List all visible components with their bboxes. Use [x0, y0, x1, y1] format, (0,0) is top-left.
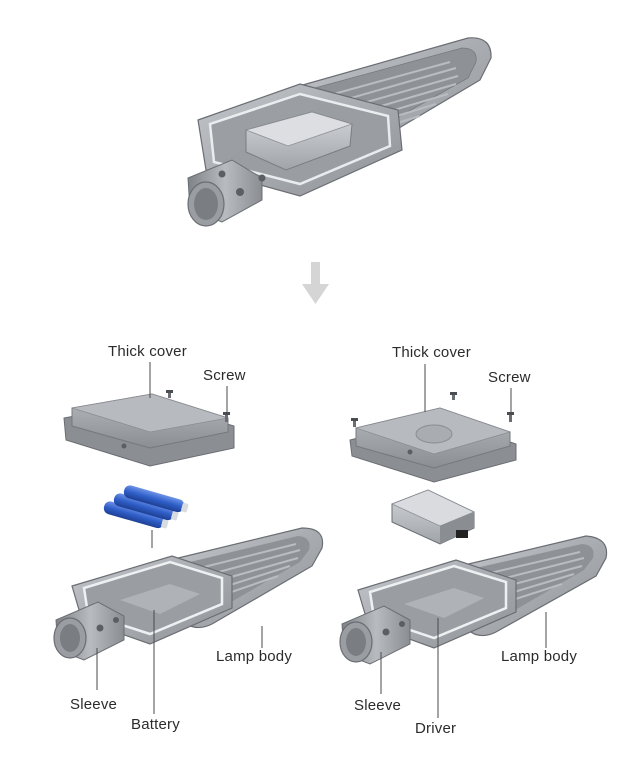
right-exploded-view — [339, 392, 608, 665]
label-screw-right: Screw — [488, 369, 531, 386]
screw-icon — [223, 412, 230, 422]
screw-icon — [507, 412, 514, 422]
lamp-body-left — [71, 527, 324, 645]
label-sleeve-right: Sleeve — [354, 697, 402, 714]
screw-icon — [450, 392, 457, 400]
screw-icon — [166, 390, 173, 398]
label-sleeve-left: Sleeve — [70, 696, 118, 713]
assembled-lamp — [187, 37, 492, 227]
thick-cover-right — [349, 407, 517, 483]
leader-lines — [96, 362, 547, 718]
label-lamp-body-left: Lamp body — [216, 648, 293, 665]
arrow-down-icon — [302, 262, 329, 304]
label-driver: Driver — [415, 720, 457, 737]
thick-cover-left — [63, 393, 235, 467]
battery-icon — [103, 485, 189, 529]
label-battery: Battery — [131, 716, 180, 733]
driver-box-icon — [390, 489, 475, 545]
left-exploded-view — [53, 390, 324, 661]
label-screw-left: Screw — [203, 367, 246, 384]
label-thick-cover-left: Thick cover — [108, 343, 187, 360]
label-thick-cover-right: Thick cover — [392, 344, 471, 361]
sleeve-right — [339, 605, 411, 665]
label-lamp-body-right: Lamp body — [501, 648, 578, 665]
screw-icon — [351, 418, 358, 427]
sleeve-left — [53, 601, 125, 661]
